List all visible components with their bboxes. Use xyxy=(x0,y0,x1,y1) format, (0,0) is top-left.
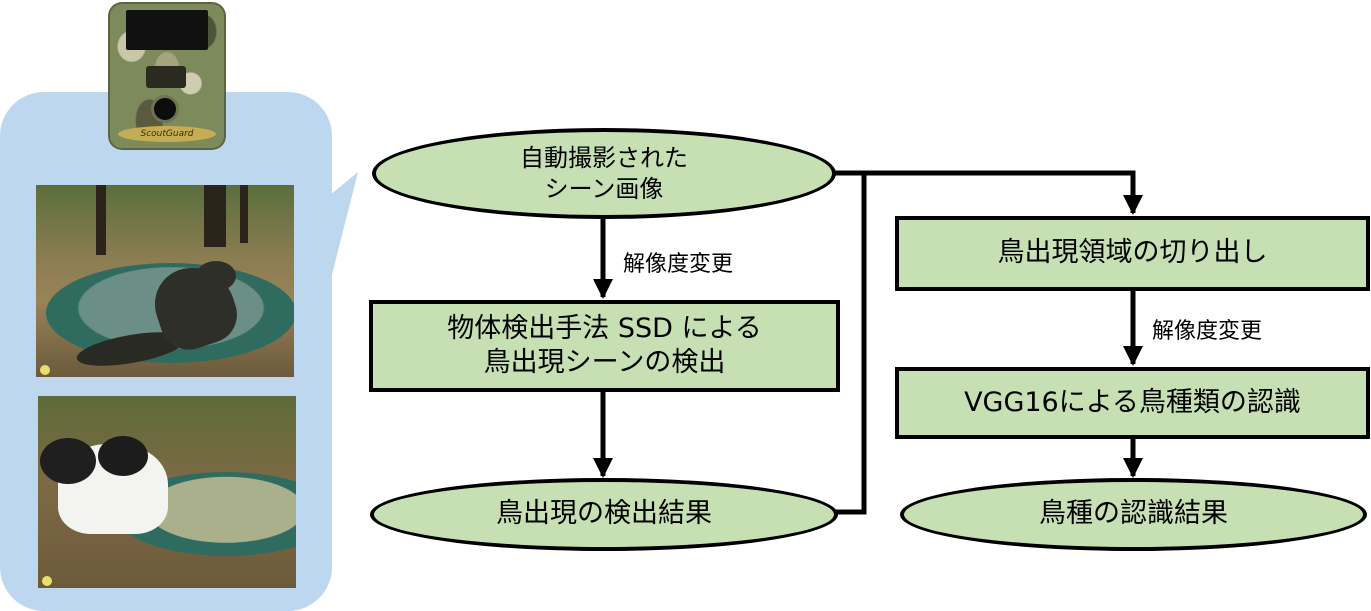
timestamp-icon xyxy=(40,365,50,375)
camera-brand-logo: ScoutGuard xyxy=(118,126,216,142)
node-bird-species-result: 鳥種の認識結果 xyxy=(900,478,1367,551)
camera-lens xyxy=(154,98,176,120)
trail-camera-icon: ScoutGuard xyxy=(108,2,226,150)
sample-photo-cat xyxy=(38,396,296,588)
camera-sensor xyxy=(146,66,186,88)
edge-result-to-merge xyxy=(836,174,867,515)
camera-screen xyxy=(126,10,208,50)
timestamp-icon xyxy=(42,576,52,586)
node-captured-scene-image: 自動撮影された シーン画像 xyxy=(372,128,836,219)
node-bird-detection-result: 鳥出現の検出結果 xyxy=(370,478,838,551)
sample-photo-bird xyxy=(36,185,294,377)
node-ssd-bird-detection: 物体検出手法 SSD による 鳥出現シーンの検出 xyxy=(369,300,840,392)
edge-label-resize-right: 解像度変更 xyxy=(1152,319,1263,344)
edge-start-to-crop xyxy=(833,170,1143,215)
node-bird-region-cropping: 鳥出現領域の切り出し xyxy=(895,216,1370,291)
edge-label-resize-left: 解像度変更 xyxy=(623,252,734,277)
node-vgg16-recognition: VGG16による鳥種類の認識 xyxy=(895,367,1370,439)
